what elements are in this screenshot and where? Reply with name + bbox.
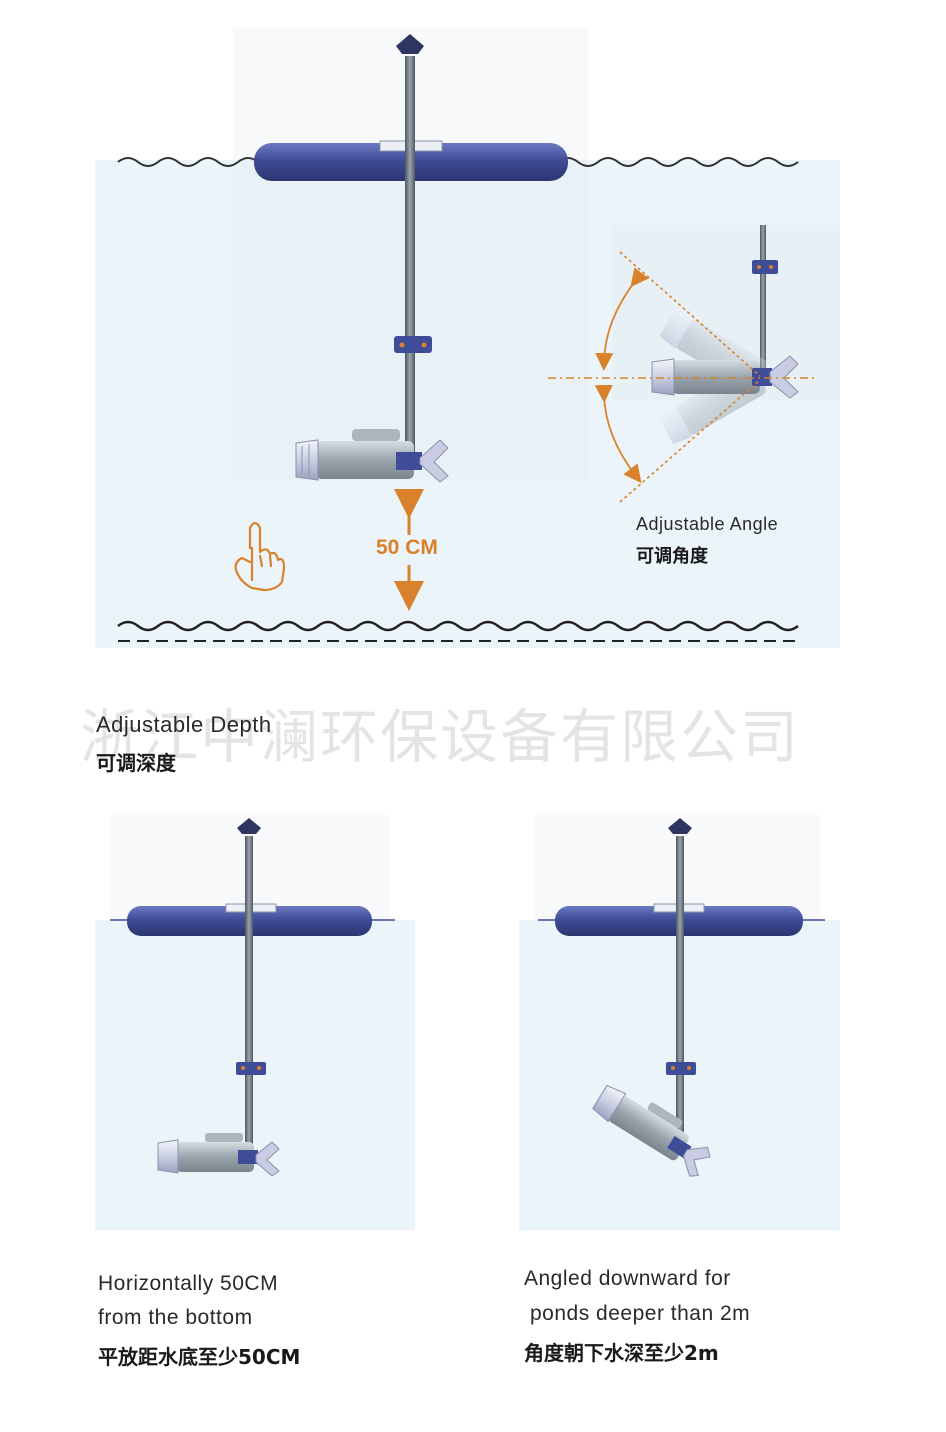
bottom-left-panel <box>95 815 415 1230</box>
bottom-right-panel <box>519 815 840 1230</box>
shaft-clamp <box>394 336 432 353</box>
aerator-motor <box>295 429 449 483</box>
aerator-motor-left <box>157 1133 280 1177</box>
right-caption-en-2: ponds deeper than 2m <box>530 1302 751 1325</box>
depth-caption-cn: 可调深度 <box>96 751 176 775</box>
top-panel <box>95 28 840 648</box>
depth-caption-en: Adjustable Depth <box>96 712 272 737</box>
angle-inset <box>548 225 840 503</box>
shaft-top-cap <box>396 34 424 54</box>
mounting-shaft <box>405 56 415 462</box>
right-caption-cn: 角度朝下水深至少2m <box>524 1341 719 1365</box>
left-caption-cn: 平放距水底至少50CM <box>98 1345 301 1369</box>
left-caption-en-2: from the bottom <box>98 1306 253 1329</box>
pointing-hand-icon <box>234 521 286 592</box>
angle-caption-en: Adjustable Angle <box>636 514 779 534</box>
right-caption-en-1: Angled downward for <box>524 1267 731 1290</box>
angle-caption-cn: 可调角度 <box>636 546 708 567</box>
left-caption-en-1: Horizontally 50CM <box>98 1272 279 1295</box>
pond-bottom-wave <box>117 620 799 632</box>
depth-distance-label: 50 CM <box>376 536 438 559</box>
company-watermark: 浙江中澜环保设备有限公司 <box>80 703 801 771</box>
aerator-motor-right <box>592 1084 711 1177</box>
